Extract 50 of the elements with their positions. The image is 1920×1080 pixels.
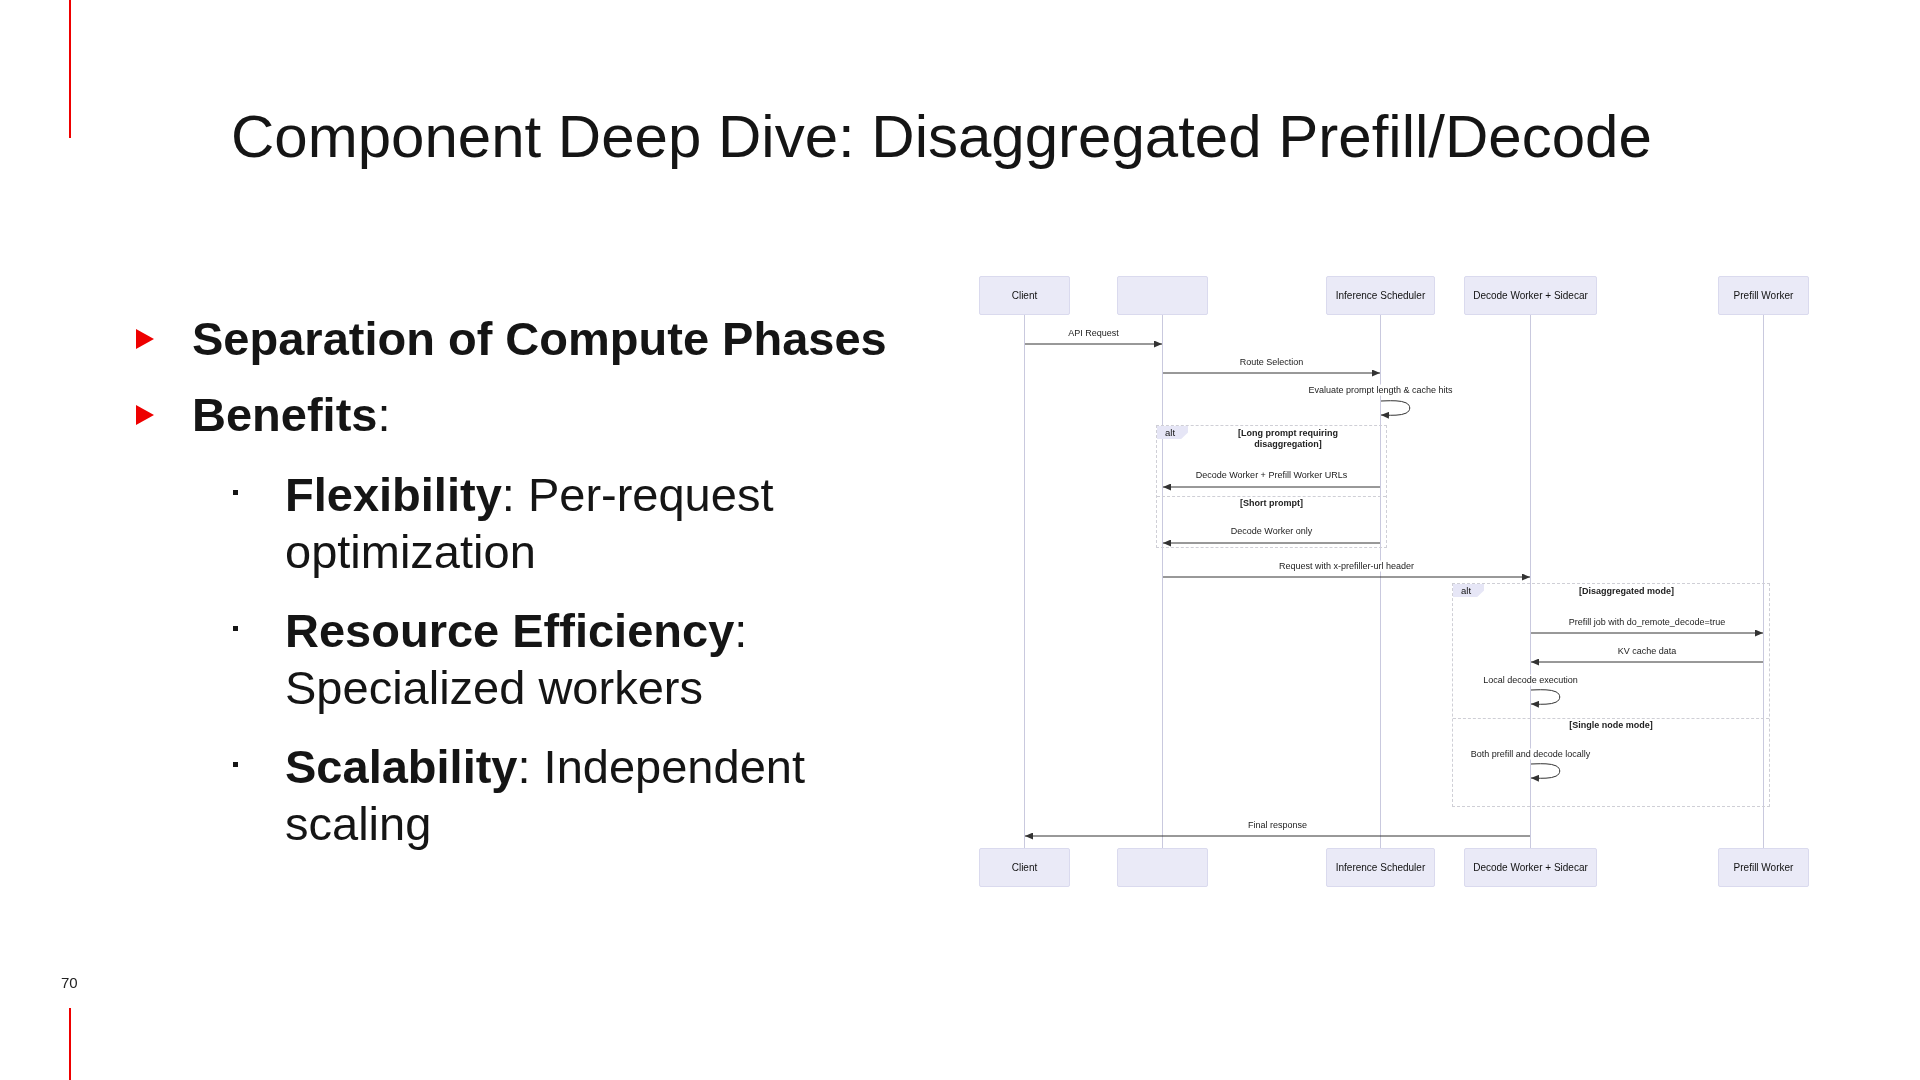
participant-box — [1117, 848, 1208, 887]
message-label: Both prefill and decode locally — [1468, 748, 1593, 760]
bullet-text: Benefits: — [192, 387, 391, 443]
message-arrow — [1024, 340, 1163, 348]
message-arrow — [1530, 658, 1764, 666]
participant-box: Decode Worker + Sidecar — [1464, 276, 1597, 315]
message-label: Final response — [1246, 819, 1309, 831]
fragment-tag: alt — [1157, 426, 1188, 439]
message-label: Prefill job with do_remote_decode=true — [1566, 616, 1728, 628]
slide-title: Component Deep Dive: Disaggregated Prefill/Decode — [231, 102, 1652, 172]
message-arrow — [1162, 369, 1381, 377]
lifeline — [1530, 315, 1531, 848]
participant-box: Inference Scheduler — [1326, 276, 1435, 315]
message-arrow — [1162, 483, 1381, 491]
lifeline — [1162, 315, 1163, 848]
participant-box — [1117, 276, 1208, 315]
bullet-text: Resource Efficiency: Specialized workers — [285, 603, 749, 716]
guard-condition: [Short prompt] — [1240, 498, 1303, 509]
lifeline — [1380, 315, 1381, 848]
message-arrow — [1530, 629, 1764, 637]
bullet-text: Flexibility: Per-request optimization — [285, 467, 775, 580]
message-label: Local decode execution — [1481, 674, 1580, 686]
participant-box: Decode Worker + Sidecar — [1464, 848, 1597, 887]
message-label: Decode Worker only — [1228, 525, 1315, 537]
lifeline — [1763, 315, 1764, 848]
guard-condition: [Single node mode] — [1569, 720, 1653, 731]
participant-box: Inference Scheduler — [1326, 848, 1435, 887]
bullet-text: Separation of Compute Phases — [192, 311, 887, 367]
guard-condition: [Long prompt requiring disaggregation] — [1237, 428, 1339, 450]
message-label: Evaluate prompt length & cache hits — [1306, 384, 1455, 396]
participant-box: Prefill Worker — [1718, 848, 1809, 887]
message-label: API Request — [1066, 327, 1121, 339]
fragment-tag: alt — [1453, 584, 1484, 597]
lifeline — [1024, 315, 1025, 848]
guard-condition: [Disaggregated mode] — [1579, 586, 1674, 597]
participant-box: Prefill Worker — [1718, 276, 1809, 315]
participant-box: Client — [979, 848, 1070, 887]
message-arrow — [1162, 539, 1381, 547]
self-message-arrow — [1530, 763, 1561, 782]
message-arrow — [1162, 573, 1531, 581]
message-arrow — [1024, 832, 1531, 840]
self-message-arrow — [1380, 400, 1411, 419]
message-label: KV cache data — [1615, 645, 1679, 657]
self-message-arrow — [1530, 689, 1561, 708]
page-number: 70 — [61, 974, 78, 992]
bullet-text: Scalability: Independent scaling — [285, 739, 806, 852]
participant-box: Client — [979, 276, 1070, 315]
message-label: Decode Worker + Prefill Worker URLs — [1193, 469, 1350, 481]
message-label: Route Selection — [1237, 356, 1306, 368]
message-label: Request with x-prefiller-url header — [1276, 560, 1417, 572]
